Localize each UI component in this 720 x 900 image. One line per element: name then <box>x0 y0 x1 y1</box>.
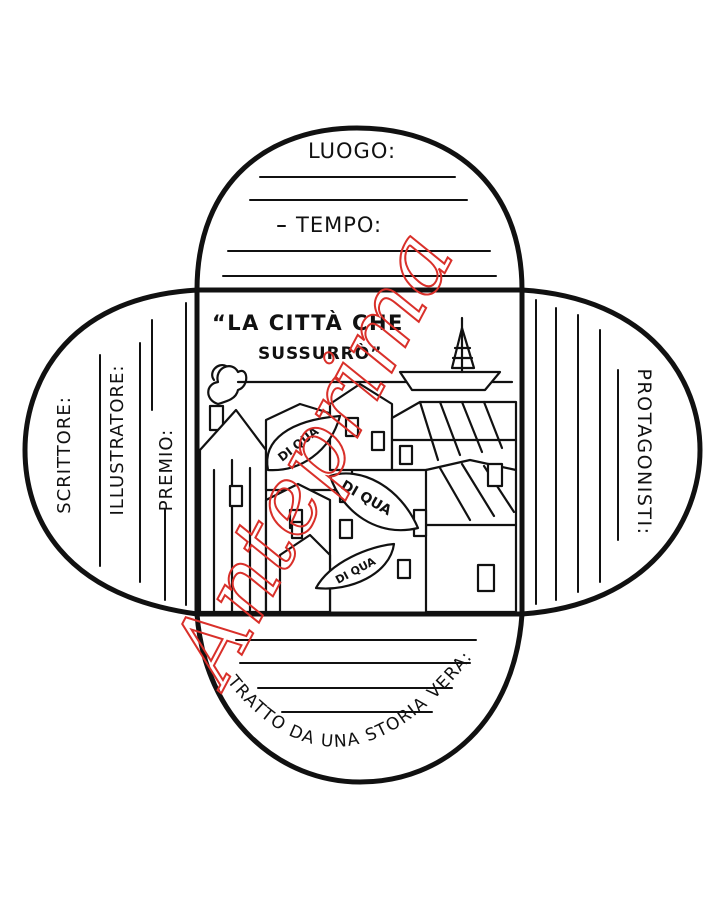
whisper-leaf-2 <box>328 472 420 532</box>
bottom-flap <box>194 611 525 785</box>
illustrator-label: ILLUSTRATORE: <box>107 365 128 516</box>
writer-label: SCRITTORE: <box>54 396 75 514</box>
protagonists-label: PROTAGONISTI: <box>633 368 655 535</box>
left-flap <box>22 287 200 617</box>
whisper-leaf-3 <box>314 542 396 590</box>
whisper-leaf-1 <box>266 414 342 472</box>
cover-title-line1: “LA CITTÀ CHE <box>212 310 404 335</box>
top-flap <box>194 125 525 293</box>
right-flap <box>519 287 703 617</box>
award-label: PREMIO: <box>156 429 177 512</box>
time-label: TEMPO: <box>295 213 382 237</box>
cover-title-line2: SUSSURRÒ” <box>258 342 382 364</box>
cover-illustration: “LA CITTÀ CHE SUSSURRÒ” <box>198 310 518 614</box>
place-label: LUOGO: <box>308 139 396 163</box>
